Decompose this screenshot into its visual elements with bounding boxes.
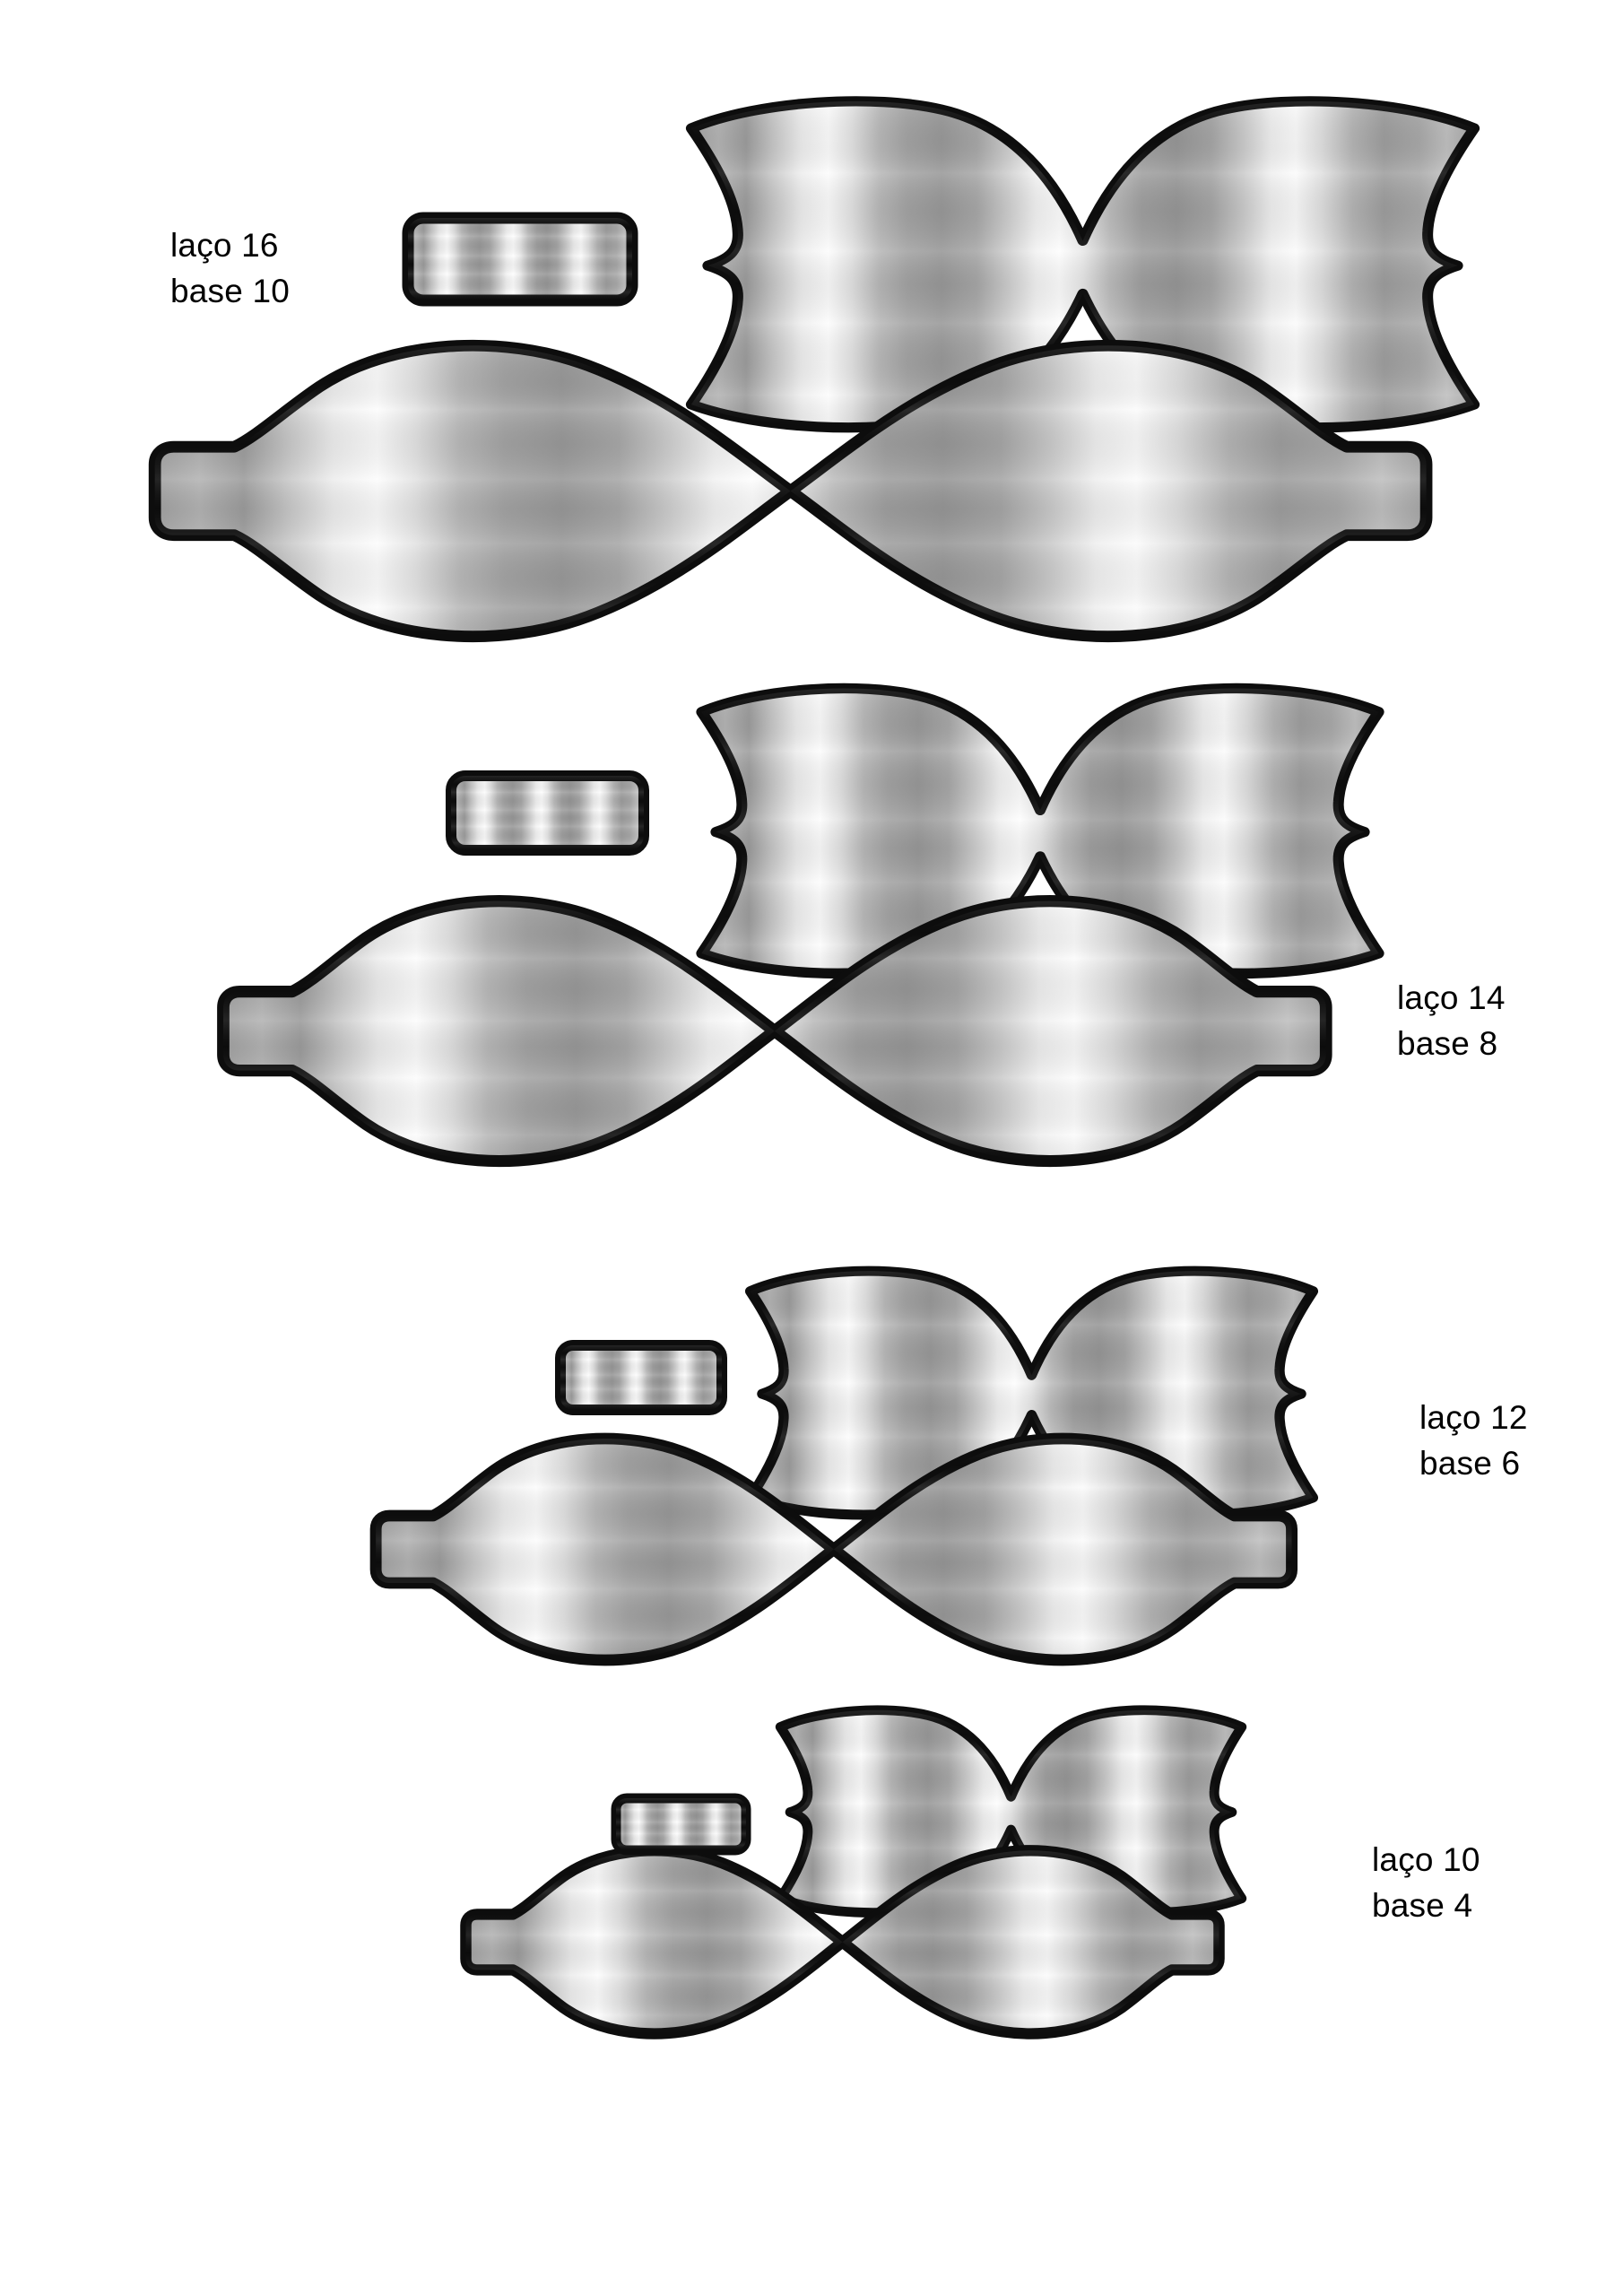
label-line-laco: laço 12 [1419, 1399, 1528, 1436]
band-sheen [560, 1345, 722, 1410]
label-group-3: laço 12 base 6 [1419, 1395, 1528, 1486]
label-group-4: laço 10 base 4 [1372, 1837, 1480, 1928]
band-sheen [616, 1798, 746, 1850]
band-sheen [451, 776, 644, 850]
label-line-base: base 8 [1397, 1025, 1498, 1063]
pattern-group-2 [223, 688, 1379, 1161]
pattern-group-1 [155, 101, 1474, 637]
center-band-4[interactable] [611, 1793, 751, 1856]
center-band-3[interactable] [555, 1340, 727, 1415]
label-group-1: laço 16 base 10 [170, 222, 290, 314]
label-group-2: laço 14 base 8 [1397, 975, 1506, 1066]
pattern-group-3 [376, 1271, 1313, 1660]
label-line-laco: laço 10 [1372, 1841, 1480, 1878]
center-band-2[interactable] [446, 770, 649, 856]
label-line-laco: laço 14 [1397, 979, 1506, 1016]
label-line-base: base 4 [1372, 1887, 1473, 1925]
band-sheen [408, 218, 632, 300]
label-line-laco: laço 16 [170, 227, 279, 264]
pattern-group-4 [466, 1710, 1242, 2034]
center-band-1[interactable] [402, 212, 638, 307]
label-line-base: base 6 [1419, 1445, 1521, 1483]
label-line-base: base 10 [170, 273, 291, 310]
